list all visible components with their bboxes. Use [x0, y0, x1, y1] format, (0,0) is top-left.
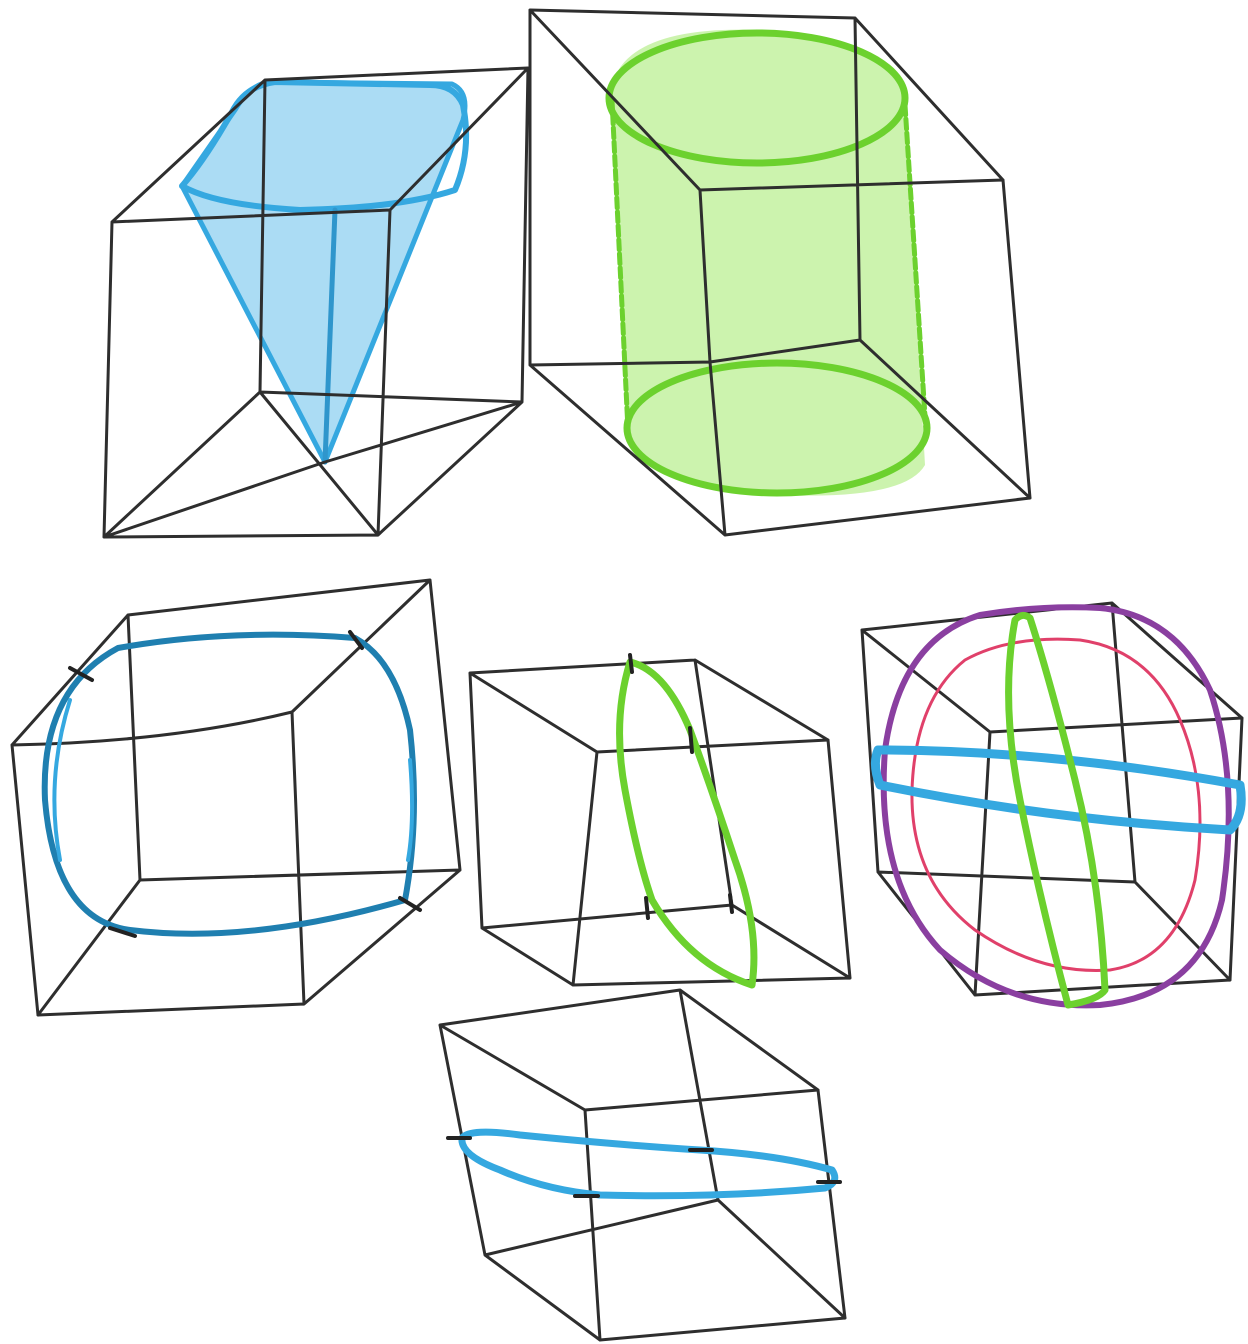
diagonal-cube-frame [470, 660, 850, 985]
tilted-cube-frame [440, 990, 845, 1340]
tick-mark [646, 898, 648, 918]
cylinder-in-cube-sketch [530, 10, 1030, 535]
horizontal-cube-frame [12, 580, 460, 1015]
cylinder-body [612, 30, 925, 496]
tilted-loop [462, 1132, 835, 1196]
blue-band [875, 750, 1241, 830]
tick-mark [400, 898, 420, 910]
tick-mark [690, 728, 692, 752]
cone-in-cube-sketch [104, 68, 528, 537]
tick-mark [730, 895, 732, 912]
diagonal-loop [620, 662, 754, 985]
tick-mark [630, 655, 632, 672]
pink-loop [912, 639, 1200, 970]
diagonal-section-sketch [470, 655, 850, 985]
horizontal-section-sketch [12, 580, 460, 1015]
cone-body [182, 82, 465, 462]
combined-sections-sketch [862, 603, 1242, 1005]
horizontal-loop [45, 635, 414, 934]
tilted-section-sketch [440, 990, 845, 1340]
